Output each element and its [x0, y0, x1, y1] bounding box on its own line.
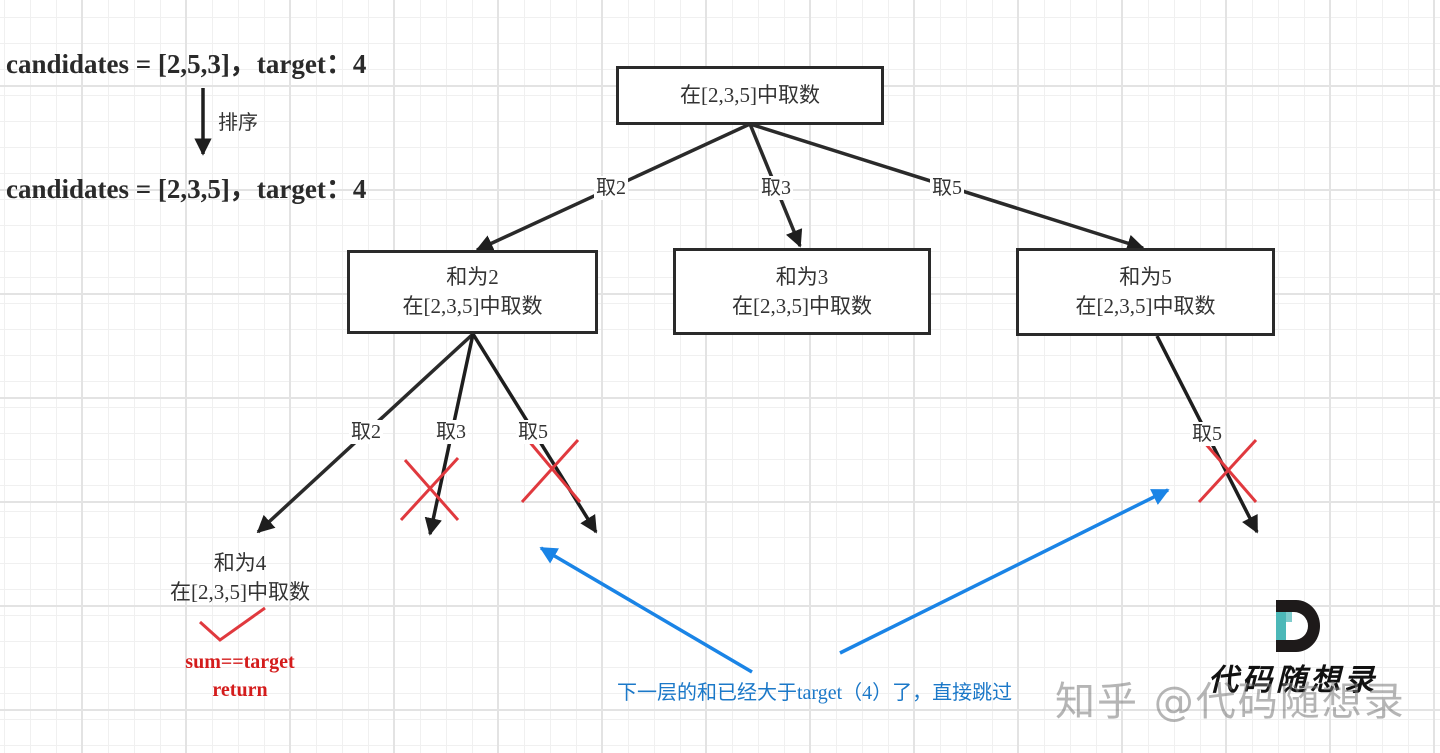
check-mark-icon	[198, 606, 266, 642]
edge-label-take2: 取2	[594, 176, 628, 200]
node-sum-2-title: 和为2	[446, 265, 499, 289]
result-text: sum==target return	[150, 648, 330, 704]
edge-label-sum2-take5: 取5	[516, 420, 550, 444]
node-sum-2-subtitle: 在[2,3,5]中取数	[402, 294, 543, 318]
brand-logo-text: 代码随想录	[1208, 663, 1378, 698]
edge-label-take3: 取3	[759, 176, 793, 200]
node-sum-5: 和为5 在[2,3,5]中取数	[1016, 248, 1275, 336]
node-sum-2: 和为2 在[2,3,5]中取数	[347, 250, 598, 334]
result-condition: sum==target	[185, 651, 295, 673]
node-sum-3: 和为3 在[2,3,5]中取数	[673, 248, 931, 335]
root-node-text: 在[2,3,5]中取数	[680, 83, 820, 107]
brand-logo-icon	[1276, 600, 1320, 652]
leaf-node-sum-4: 和为4 在[2,3,5]中取数	[150, 549, 330, 607]
node-sum-5-subtitle: 在[2,3,5]中取数	[1075, 294, 1216, 318]
sorted-candidates-line: candidates = [2,3,5]，target：4	[6, 174, 367, 204]
node-sum-3-title: 和为3	[775, 264, 829, 289]
prune-mark-take5-right	[1197, 438, 1258, 504]
edge-label-sum2-take3: 取3	[434, 420, 468, 444]
prune-note: 下一层的和已经大于target（4）了，直接跳过	[617, 682, 1013, 704]
node-sum-5-title: 和为5	[1119, 265, 1172, 289]
note-arrow-right	[839, 488, 1170, 655]
sort-label: 排序	[218, 112, 258, 134]
prune-mark-take5-left	[520, 438, 582, 504]
prune-mark-take3	[399, 456, 460, 522]
root-node: 在[2,3,5]中取数	[616, 66, 884, 125]
original-candidates-line: candidates = [2,5,3]，target：4	[6, 49, 367, 79]
note-arrow-left	[539, 546, 753, 674]
leaf-node-subtitle: 在[2,3,5]中取数	[170, 580, 310, 604]
zhihu-watermark: 知乎 @代码随想录	[1055, 679, 1406, 725]
edge-label-take5: 取5	[930, 176, 964, 200]
result-return: return	[212, 679, 268, 701]
leaf-node-title: 和为4	[213, 551, 267, 575]
edge-label-sum5-take5: 取5	[1190, 422, 1224, 446]
node-sum-3-subtitle: 在[2,3,5]中取数	[732, 293, 872, 318]
edge-label-sum2-take2: 取2	[349, 420, 383, 444]
